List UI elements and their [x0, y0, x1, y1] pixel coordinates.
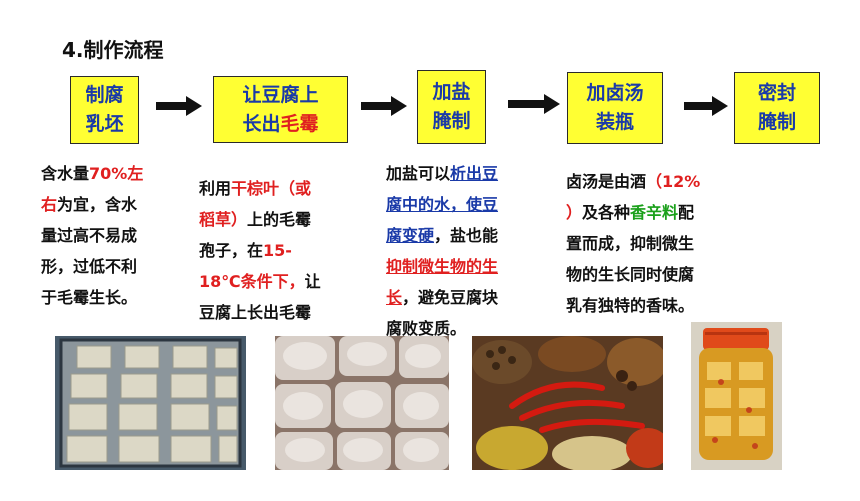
desc3-text: ，盐也能 — [434, 226, 499, 245]
desc2-text: 让 — [304, 272, 321, 291]
desc2-highlight: 稻草） — [199, 210, 248, 229]
desc2-highlight: 15- — [263, 241, 292, 260]
desc4-text: 及各种 — [582, 203, 631, 222]
right-arrow-icon — [361, 96, 407, 116]
step-5-line-1: 密封 — [757, 82, 796, 104]
right-arrow-icon — [684, 96, 728, 116]
step-4-line-1: 加卤汤 — [586, 82, 644, 104]
step-box-1: 制腐 乳坯 — [70, 76, 139, 144]
step-2-line-2: 长出毛霉 — [214, 110, 347, 139]
step-5-line-2: 腌制 — [757, 111, 796, 133]
step-box-4: 加卤汤 装瓶 — [567, 72, 663, 144]
step-box-3: 加盐 腌制 — [417, 70, 486, 144]
desc1-text: 含水量 — [41, 164, 90, 183]
right-arrow-icon — [156, 96, 202, 116]
desc4-highlight: 香辛料 — [630, 203, 679, 222]
desc3-highlight: 抑制微生物的生 — [386, 257, 499, 276]
desc4-highlight: （12% — [646, 172, 701, 191]
description-step-3: 加盐可以析出豆 腐中的水，使豆 腐变硬，盐也能 抑制微生物的生 长，避免豆腐块 … — [386, 158, 561, 344]
desc3-text: 加盐可以 — [386, 164, 451, 183]
desc4-text: 卤汤是由酒 — [566, 172, 647, 191]
desc1-text: 于毛霉生长。 — [41, 288, 138, 307]
desc1-highlight: 70%左 — [89, 164, 144, 183]
desc4-text: 乳有独特的香味。 — [566, 296, 695, 315]
desc1-text: 为宜，含水 — [57, 195, 138, 214]
desc3-highlight: 腐中的水，使豆 — [386, 195, 499, 214]
step-1-line-1: 制腐 — [85, 84, 124, 106]
desc4-highlight: ） — [566, 203, 583, 222]
description-step-1: 含水量70%左 右为宜，含水 量过高不易成 形，过低不利 于毛霉生长。 — [41, 158, 186, 313]
desc3-text: 腐败变质。 — [386, 319, 467, 338]
description-step-2: 利用干棕叶（或 稻草）上的毛霉 孢子，在15- 18℃条件下，让 豆腐上长出毛霉 — [199, 173, 369, 328]
desc2-text: 孢子，在 — [199, 241, 264, 260]
desc3-highlight: 腐变硬 — [386, 226, 435, 245]
step-4-line-2: 装瓶 — [595, 111, 634, 133]
section-title: 4.制作流程 — [62, 38, 164, 62]
step-box-2: 让豆腐上 长出毛霉 — [213, 76, 348, 143]
desc3-highlight: 长 — [386, 288, 403, 307]
step-2-line-2a: 长出 — [242, 112, 281, 135]
spices-photo — [472, 336, 663, 470]
desc4-text: 置而成，抑制微生 — [566, 234, 695, 253]
desc2-text: 上的毛霉 — [247, 210, 312, 229]
desc3-text: ，避免豆腐块 — [402, 288, 499, 307]
step-box-5: 密封 腌制 — [734, 72, 820, 144]
desc1-text: 形，过低不利 — [41, 257, 138, 276]
step-3-line-2: 腌制 — [432, 110, 471, 132]
desc1-text: 量过高不易成 — [41, 226, 138, 245]
moldy-tofu-photo — [275, 336, 449, 470]
desc2-highlight: 18℃条件下， — [199, 272, 305, 291]
step-2-line-1: 让豆腐上 — [242, 83, 319, 106]
desc3-highlight: 析出豆 — [450, 164, 499, 183]
fermented-tofu-jar-photo — [691, 322, 782, 470]
step-1-line-2: 乳坯 — [85, 113, 124, 135]
step-3-line-1: 加盐 — [432, 81, 471, 103]
right-arrow-icon — [508, 94, 560, 114]
tofu-tray-photo — [55, 336, 246, 470]
description-step-4: 卤汤是由酒（12% ）及各种香辛料配 置而成，抑制微生 物的生长同时使腐 乳有独… — [566, 166, 751, 321]
desc4-text: 配 — [678, 203, 695, 222]
desc1-highlight: 右 — [41, 195, 58, 214]
desc2-highlight: 干棕叶（或 — [231, 179, 312, 198]
desc4-text: 物的生长同时使腐 — [566, 265, 695, 284]
desc2-text: 豆腐上长出毛霉 — [199, 303, 312, 322]
desc2-text: 利用 — [199, 179, 232, 198]
step-2-line-2b: 毛霉 — [280, 112, 319, 135]
